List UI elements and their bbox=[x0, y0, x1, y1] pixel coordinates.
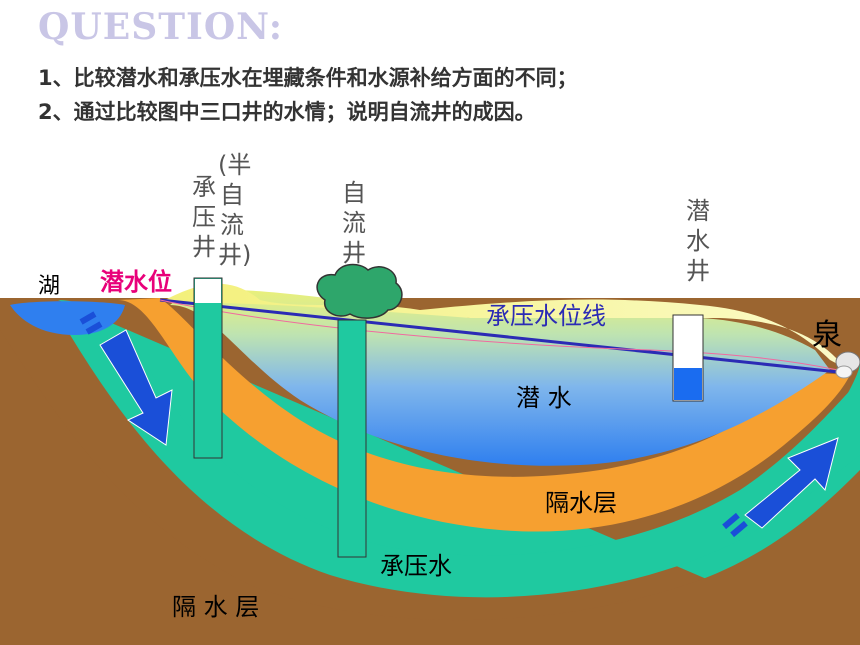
label-aquiclude-lower: 隔 水 层 bbox=[172, 593, 260, 621]
label-pressure-level-line: 承压水位线 bbox=[486, 302, 606, 330]
label-confined-water: 承压水 bbox=[380, 552, 452, 580]
well-artesian bbox=[316, 263, 403, 558]
label-spring: 泉 bbox=[812, 318, 842, 353]
question-1: 1、比较潜水和承压水在埋藏条件和水源补给方面的不同； bbox=[38, 66, 578, 90]
label-well-semi-paren: (半自流井) bbox=[218, 151, 252, 269]
label-well-phreatic: 潜水井 bbox=[686, 197, 710, 285]
label-well-artesian: 自流井 bbox=[342, 179, 366, 267]
water-table-line bbox=[159, 299, 839, 371]
spring bbox=[835, 351, 860, 379]
well-phreatic bbox=[672, 314, 704, 402]
label-phreatic-water: 潜 水 bbox=[516, 384, 572, 412]
label-aquiclude-upper: 隔水层 bbox=[545, 489, 617, 517]
pressure-level-line bbox=[159, 298, 839, 374]
orange-aquiclude bbox=[118, 298, 850, 532]
topsoil-strip bbox=[165, 283, 845, 368]
flow-arrow-left bbox=[79, 311, 173, 446]
green-band-edge bbox=[60, 313, 860, 598]
well-semi-artesian bbox=[193, 277, 223, 459]
soil-lower bbox=[0, 330, 860, 645]
phreatic-aquifer bbox=[170, 290, 830, 466]
page-title: QUESTION: bbox=[38, 6, 284, 48]
label-well-semi-main: 承压井 bbox=[192, 173, 216, 261]
label-water-table: 潜水位 bbox=[100, 268, 172, 296]
label-lake: 湖 bbox=[38, 274, 61, 299]
flow-arrow-right bbox=[722, 437, 839, 538]
question-2: 2、通过比较图中三口井的水情；说明自流井的成因。 bbox=[38, 100, 536, 124]
